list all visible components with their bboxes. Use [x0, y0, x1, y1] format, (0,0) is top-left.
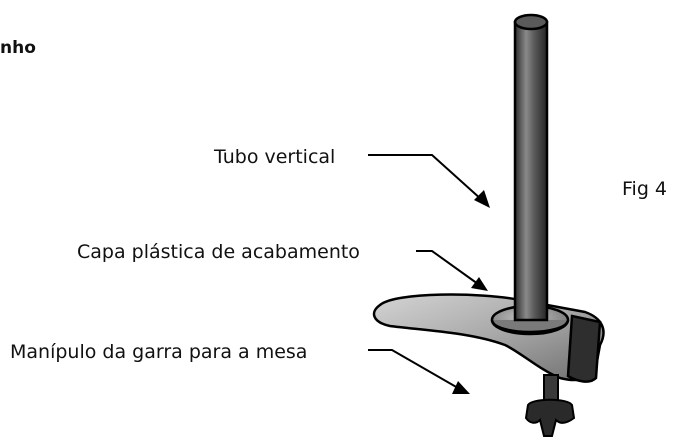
label-manipulo-garra: Manípulo da garra para a mesa [10, 341, 308, 363]
label-capa-plastica: Capa plástica de acabamento [77, 241, 360, 263]
arrowhead-tubo [474, 190, 490, 208]
vertical-tube [513, 20, 549, 322]
leader-manipulo [368, 349, 459, 389]
clamp-knob [524, 398, 576, 437]
leader-capa-plastica [416, 250, 479, 285]
leader-tubo-vertical [368, 154, 483, 201]
arrowhead-capa [471, 277, 488, 291]
figure-number-label: Fig 4 [622, 178, 668, 200]
tube-top-opening [513, 13, 549, 31]
arrowhead-manipulo [452, 381, 470, 394]
callout-leaders [368, 154, 483, 389]
section-heading-fragment: nho [0, 38, 36, 58]
label-tubo-vertical: Tubo vertical [214, 146, 336, 168]
clamp-block-side [566, 314, 602, 383]
